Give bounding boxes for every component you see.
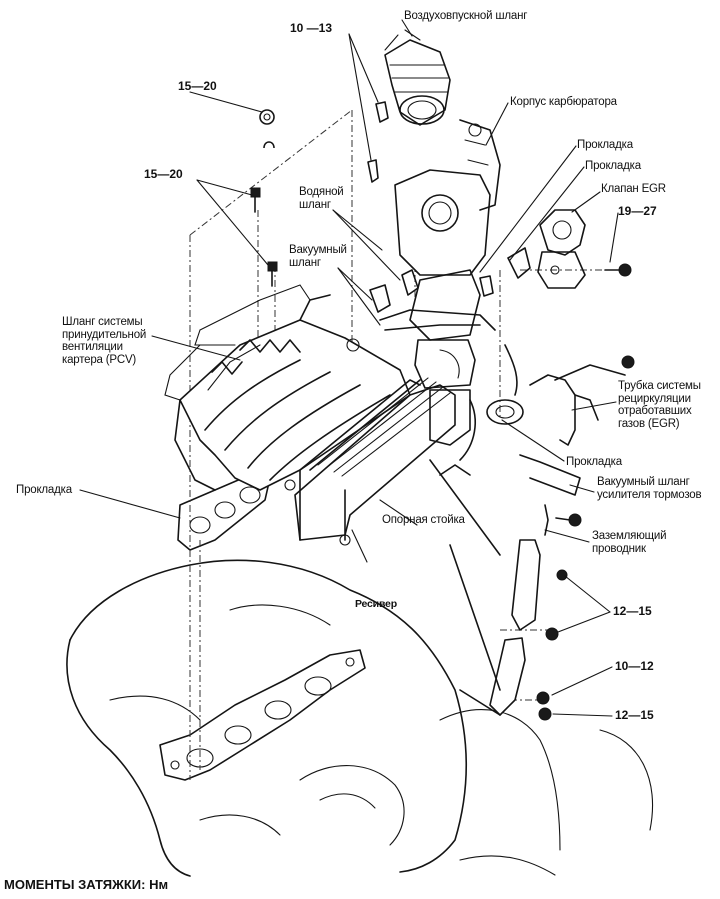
label-carburettor-body: Корпус карбюратора [510,96,617,108]
label-torque-15-20-b: 15—20 [144,167,183,181]
label-torque-12-15-b: 12—15 [615,708,654,722]
label-water-hose: Водяной шланг [299,186,344,211]
label-egr-pipe: Трубка системы рециркуляции отработавших… [618,380,701,430]
label-gasket-mid: Прокладка [566,456,622,468]
torque-units-footer: МОМЕНТЫ ЗАТЯЖКИ: Нм [4,877,169,892]
label-brake-vacuum-hose: Вакуумный шланг усилителя тормозов [597,476,702,501]
egr-valve-part [507,209,586,289]
intake-manifold [164,284,411,491]
label-vacuum-hose: Вакуумный шланг [289,244,347,269]
label-egr-valve: Клапан EGR [601,183,666,195]
label-gasket-top-2: Прокладка [585,160,641,172]
small-hoses [369,269,581,496]
lower-gasket [159,649,366,781]
label-support-strut: Опорная стойка [382,514,465,526]
label-pcv-hose: Шланг системы принудительной вентиляции … [62,316,147,366]
label-gasket-top-1: Прокладка [577,139,633,151]
label-gasket-left: Прокладка [16,484,72,496]
air-intake-hose [384,29,451,126]
label-torque-10-13: 10 —13 [290,21,333,35]
label-air-intake-hose: Воздуховпускной шланг [404,10,528,22]
label-torque-12-15-a: 12—15 [613,604,652,618]
engine-block-outline [66,559,654,877]
egr-pipe-part [486,364,626,446]
label-torque-15-20-a: 15—20 [178,79,217,93]
carburettor-body [394,119,501,446]
label-ground-wire: Заземляющий проводник [592,530,667,555]
label-receiver: Ресивер [355,598,397,610]
label-torque-10-12: 10—12 [615,659,654,673]
bolts-and-nuts [250,101,635,721]
label-torque-19-27: 19—27 [618,204,657,218]
pcv-hose-part [211,339,301,375]
receiver-plenum [284,377,456,546]
leader-lines [79,19,619,717]
support-strut-part [429,459,549,716]
